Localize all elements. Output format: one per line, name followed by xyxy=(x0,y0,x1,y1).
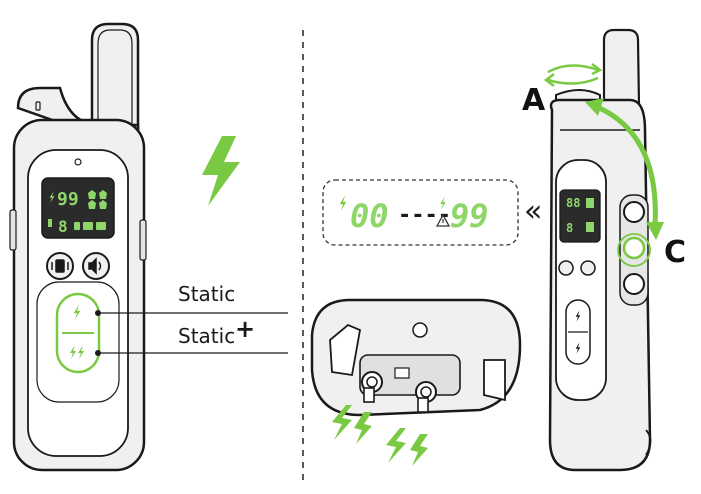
collar-shock-bolts xyxy=(332,405,428,466)
speaker-icon xyxy=(88,257,102,275)
power-button[interactable] xyxy=(623,273,645,295)
remote-side-view: 88 8 xyxy=(548,28,652,472)
lcd-level-text: 99 xyxy=(57,189,79,210)
static-plus-label: Static xyxy=(178,324,235,348)
point-c-label: C xyxy=(664,235,686,270)
contact-point-right xyxy=(415,381,437,413)
contact-point-left xyxy=(361,371,383,403)
lcd-status-icons xyxy=(48,219,106,230)
collar-receiver xyxy=(310,298,522,417)
rotate-arrows-icon xyxy=(543,63,603,87)
range-high-text: 99 xyxy=(450,197,489,235)
side-lcd-channel-text: 8 xyxy=(566,221,573,235)
lightning-bolt-icon xyxy=(202,136,240,206)
point-a-label: A xyxy=(522,83,546,118)
side-lcd-level-text: 88 xyxy=(566,196,580,210)
lcd-channel-text: 8 xyxy=(58,217,68,236)
side-sound-button[interactable] xyxy=(580,260,596,276)
range-low-text: 00 xyxy=(350,197,389,235)
range-display: 00 ---- 99 xyxy=(322,179,519,246)
plus-sign: + xyxy=(235,315,255,343)
remote-front-view: 99 8 xyxy=(9,22,288,472)
chevrons-icon: « xyxy=(524,194,542,229)
flashlight-button[interactable] xyxy=(622,236,646,260)
side-vibrate-button[interactable] xyxy=(558,260,574,276)
collar-power-icon xyxy=(412,322,428,338)
curved-arrow-icon xyxy=(585,98,664,240)
warning-triangle-icon xyxy=(435,213,451,227)
vibrate-icon xyxy=(51,259,69,273)
channel-button[interactable] xyxy=(623,201,645,223)
static-label: Static xyxy=(178,282,235,306)
lcd-mode-icons xyxy=(88,190,107,209)
